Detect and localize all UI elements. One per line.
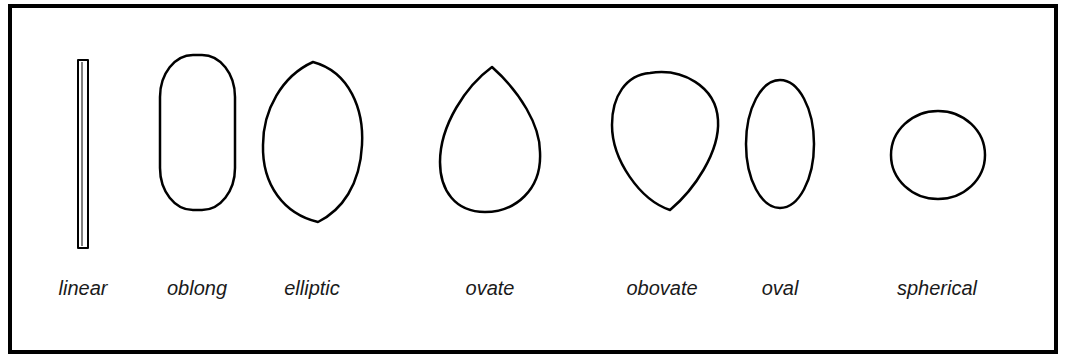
obovate-shape — [612, 72, 718, 210]
frame — [10, 6, 1056, 352]
linear-shape — [78, 60, 88, 248]
oblong-shape — [160, 55, 235, 210]
linear-shape-inner — [82, 62, 83, 246]
elliptic-shape — [263, 62, 362, 222]
shape-label: ovate — [466, 276, 515, 300]
oval-shape — [746, 80, 814, 208]
shape-label: oval — [762, 276, 799, 300]
shape-label: linear — [59, 276, 108, 300]
ovate-shape — [440, 67, 540, 212]
shape-label: oblong — [167, 276, 227, 300]
shape-label: elliptic — [284, 276, 340, 300]
shape-label: spherical — [897, 276, 977, 300]
shape-label: obovate — [626, 276, 697, 300]
spherical-shape — [891, 111, 985, 199]
